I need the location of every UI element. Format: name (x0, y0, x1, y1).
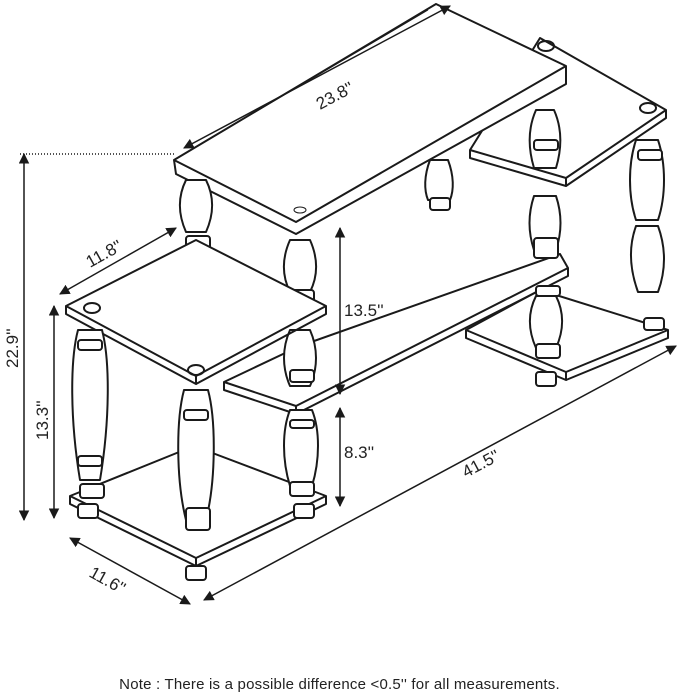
dim-line-base-depth (69, 537, 191, 605)
dim-line-top-width (183, 5, 451, 149)
dim-label-lower-height: 8.3'' (344, 443, 374, 462)
dim-label-overall-height: 22.9'' (3, 328, 22, 368)
dim-label-base-depth: 11.6'' (86, 563, 129, 598)
legs-back (424, 109, 665, 359)
dim-label-mid-height: 13.5'' (344, 301, 384, 320)
dim-label-shelf-depth: 11.8'' (83, 236, 126, 271)
measurement-note: Note : There is a possible difference <0… (119, 676, 560, 693)
dim-line-shelf-depth (59, 227, 177, 295)
dim-label-left-height: 13.3'' (33, 400, 52, 440)
dimension-lines (18, 5, 677, 605)
dim-line-overall-width (203, 345, 677, 601)
